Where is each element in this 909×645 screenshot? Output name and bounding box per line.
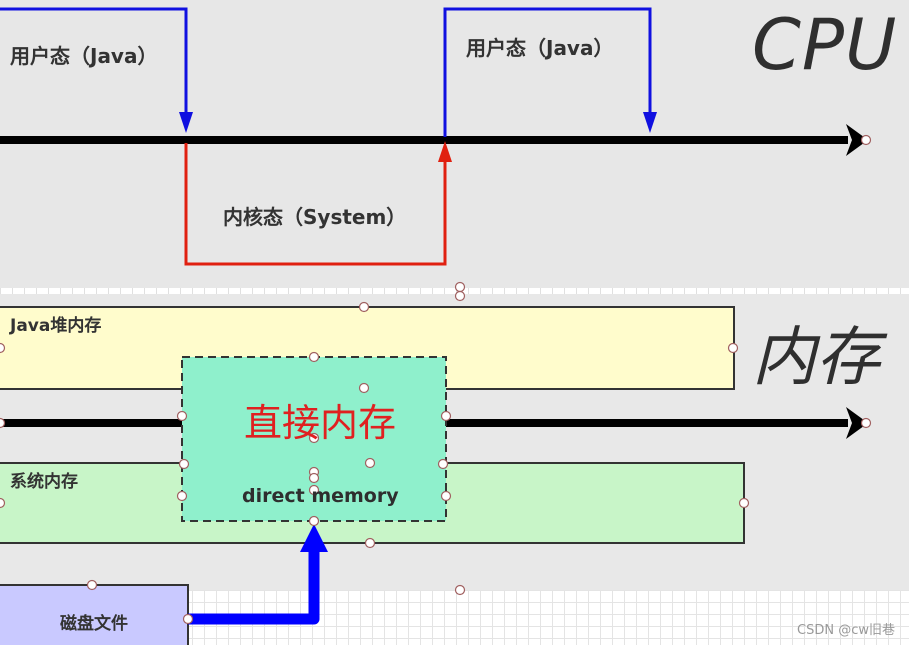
cpu-title: CPU (752, 4, 898, 86)
java-heap-label: Java堆内存 (10, 316, 102, 336)
handle-dot (860, 134, 872, 146)
user-mode-1-path (0, 7, 188, 120)
handle-dot (358, 301, 370, 313)
handle-dot (454, 290, 466, 302)
handle-dot (860, 417, 872, 429)
disk-arrow-line (188, 548, 320, 625)
handle-dot (437, 458, 449, 470)
handle-dot (308, 472, 320, 484)
handle-dot (364, 457, 376, 469)
direct-memory-title: 直接内存 (244, 401, 397, 445)
disk-arrow-head (300, 524, 328, 552)
kernel-mode-line (184, 143, 447, 266)
user-mode-label-1: 用户态（Java） (10, 44, 158, 68)
kernel-mode-label: 内核态（System） (223, 205, 407, 229)
user-mode-label-2: 用户态（Java） (466, 36, 614, 60)
handle-dot (176, 490, 188, 502)
user-mode-1-arrowhead (179, 112, 193, 133)
disk-file-label: 磁盘文件 (60, 614, 128, 634)
watermark: CSDN @cw旧巷 (797, 623, 895, 638)
memory-title: 内存 (752, 321, 880, 395)
cpu-timeline-arrowhead (846, 124, 868, 156)
handle-dot (454, 584, 466, 596)
kernel-mode-arrowhead (438, 141, 452, 162)
panel-seam (0, 288, 909, 294)
cpu-timeline (0, 124, 868, 156)
selection-handles (0, 281, 872, 625)
handle-dot (358, 382, 370, 394)
handle-dot (0, 497, 6, 509)
handle-dot (454, 281, 466, 293)
memory-timeline-arrowhead (846, 407, 868, 439)
handle-dot (440, 410, 452, 422)
handle-dot (308, 484, 320, 496)
system-memory-label: 系统内存 (10, 472, 78, 492)
handle-dot (738, 497, 750, 509)
direct-memory-subtitle: direct memory (242, 485, 399, 507)
handle-dot (308, 432, 320, 444)
user-mode-2-arrowhead (643, 112, 657, 133)
handle-dot (440, 490, 452, 502)
handle-dot (308, 515, 320, 527)
handle-dot (176, 410, 188, 422)
handle-dot (86, 579, 98, 591)
user-mode-1-line (0, 7, 188, 120)
handle-dot (178, 458, 190, 470)
handle-dot (182, 613, 194, 625)
user-mode-2-line (443, 7, 652, 137)
handle-dot (364, 537, 376, 549)
handle-dot (0, 417, 6, 429)
handle-dot (727, 342, 739, 354)
disk-to-direct-arrow (188, 524, 328, 625)
kernel-mode-path (184, 143, 447, 266)
handle-dot (308, 351, 320, 363)
user-mode-2-path (443, 7, 652, 137)
handle-dot (0, 342, 6, 354)
